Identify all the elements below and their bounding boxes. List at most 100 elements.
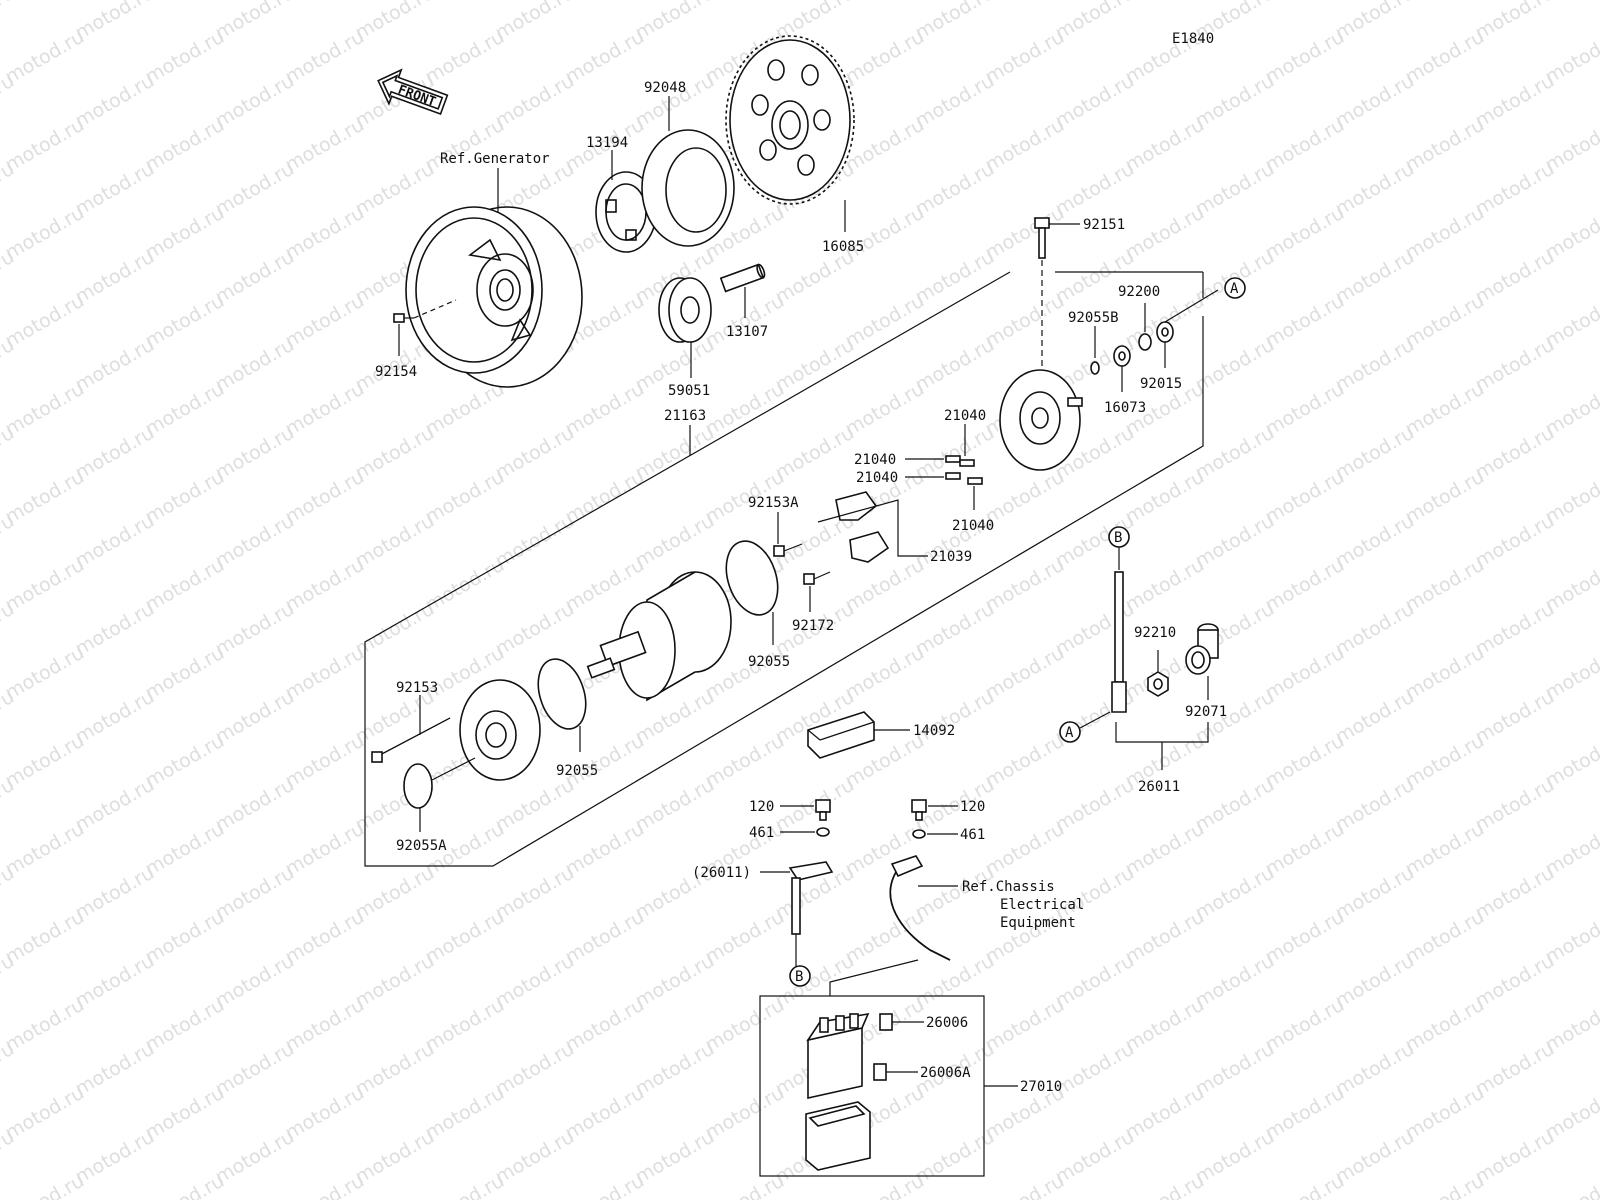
chassis-cable [889,855,951,961]
watermark-text: motod.ru [282,818,368,881]
watermark-text: motod.ru [1122,1170,1208,1200]
watermark-text: motod.ru [1472,862,1558,925]
washer-461-right [912,829,926,839]
label-92048: 92048 [644,80,686,96]
watermark-text: motod.ru [1402,466,1488,529]
watermark-text: motod.ru [282,26,368,89]
watermark-text: motod.ru [912,1126,998,1189]
watermark-text: motod.ru [1262,1170,1348,1200]
label-92153: 92153 [396,680,438,696]
watermark-text: motod.ru [422,1170,508,1200]
watermark-text: motod.ru [982,554,1068,617]
watermark-text: motod.ru [212,950,298,1013]
washer-92200 [1138,333,1152,351]
label-92154: 92154 [375,364,417,380]
diagram-code: E1840 [1172,31,1214,47]
watermark-text: motod.ru [1472,246,1558,309]
o-ring-92055-upper [725,540,779,616]
watermark-text: motod.ru [1402,26,1488,89]
watermark-text: motod.ru [1052,1038,1138,1101]
watermark-text: motod.ru [352,510,438,573]
watermark-text: motod.ru [702,906,788,969]
watermark-text: motod.ru [562,1082,648,1145]
watermark-text: motod.ru [1332,246,1418,309]
watermark-text: motod.ru [2,26,88,89]
watermark-text: motod.ru [212,246,298,309]
screw-120-left [815,799,831,821]
label-16085: 16085 [822,239,864,255]
watermark-text: motod.ru [72,598,158,661]
watermark-text: motod.ru [1332,70,1418,133]
watermark-text: motod.ru [492,950,578,1013]
watermark-text: motod.ru [1332,862,1418,925]
label-21039: 21039 [930,549,972,565]
watermark-text: motod.ru [1472,1038,1558,1101]
watermark-text: motod.ru [1472,334,1558,397]
watermark-text: motod.ru [1402,730,1488,793]
watermark-text: motod.ru [2,1170,88,1200]
watermark-text: motod.ru [1402,818,1488,881]
watermark-text: motod.ru [1262,1082,1348,1145]
washer-461-left [816,827,830,837]
watermark-text: motod.ru [2,906,88,969]
watermark-text: motod.ru [282,378,368,441]
watermark-text: motod.ru [492,774,578,837]
watermark-text: motod.ru [352,158,438,221]
watermark-text: motod.ru [1332,334,1418,397]
watermark-text: motod.ru [1262,26,1348,89]
watermark-text: motod.ru [72,422,158,485]
watermark-text: motod.ru [912,246,998,309]
label-21163: 21163 [664,408,706,424]
nut-92210 [1147,671,1169,697]
label-461-right: 461 [960,827,985,843]
starter-driven-gear-16085 [725,35,855,205]
watermark-text: motod.ru [212,158,298,221]
label-120-right: 120 [960,799,985,815]
label-92055-lower: 92055 [556,763,598,779]
starter-rear-cover [999,369,1083,471]
watermark-text: motod.ru [1262,554,1348,617]
label-461-left: 461 [749,825,774,841]
watermark-text: motod.ru [982,466,1068,529]
watermark-text: motod.ru [562,906,648,969]
watermark-text: motod.ru [1262,642,1348,705]
watermark-text: motod.ru [1262,994,1348,1057]
watermark-text: motod.ru [1472,510,1558,573]
watermark-text: motod.ru [2,818,88,881]
watermark-text: motod.ru [212,0,298,44]
watermark-text: motod.ru [1052,598,1138,661]
label-27010: 27010 [1020,1079,1062,1095]
fuse-26006a [873,1063,887,1081]
callout-a-right [1059,721,1081,743]
watermark-text: motod.ru [842,114,928,177]
watermark-text: motod.ru [1192,246,1278,309]
watermark-text: motod.ru [72,510,158,573]
screw-120-right [911,799,927,821]
watermark-text: motod.ru [1192,334,1278,397]
watermark-text: motod.ru [1402,642,1488,705]
watermark-text: motod.ru [772,950,858,1013]
watermark-text: motod.ru [142,994,228,1057]
watermark-text: motod.ru [2,994,88,1057]
label-92015: 92015 [1140,376,1182,392]
watermark-text: motod.ru [282,114,368,177]
watermark-text: motod.ru [842,26,928,89]
watermark-text: motod.ru [352,1126,438,1189]
watermark-text: motod.ru [702,1082,788,1145]
watermark-text: motod.ru [282,994,368,1057]
watermark-text: motod.ru [632,774,718,837]
watermark-text: motod.ru [1122,818,1208,881]
watermark-text: motod.ru [842,818,928,881]
watermark-text: motod.ru [492,70,578,133]
watermark-text: motod.ru [142,202,228,265]
watermark-text: motod.ru [1262,818,1348,881]
watermark-text: motod.ru [142,378,228,441]
watermark-text: motod.ru [842,290,928,353]
watermark-text: motod.ru [72,246,158,309]
watermark-text: motod.ru [772,0,858,44]
watermark-text: motod.ru [632,1126,718,1189]
watermark-text: motod.ru [422,378,508,441]
watermark-text: motod.ru [1052,158,1138,221]
bolt-92154 [393,313,414,323]
label-92071: 92071 [1185,704,1227,720]
